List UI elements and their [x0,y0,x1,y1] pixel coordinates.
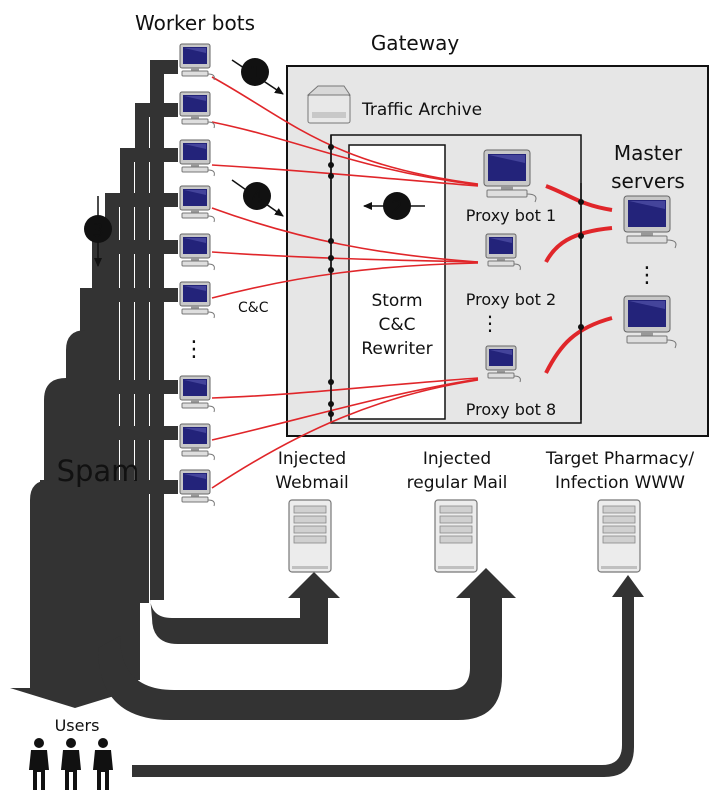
junction-dots [328,144,584,417]
worker-ellipsis: ⋮ [183,337,205,362]
worker-bot-monitor [179,43,215,81]
step-3-label: 3 [92,220,103,241]
cc-lines [211,76,479,489]
step-4-label: 4 [251,187,262,208]
step-1-label: 1 [249,63,260,84]
master-links [544,184,613,374]
spam-label: Spam [57,454,140,488]
regular-mail-label-1: Injected [423,449,491,469]
worker-bots-title: Worker bots [135,11,255,35]
rewriter-label-2: C&C [379,315,416,335]
step-4-marker: 4 [231,179,284,217]
gateway-title: Gateway [371,31,460,55]
master-servers-label-1: Master [614,141,683,165]
step-2-label: 2 [391,197,402,218]
spam-flow [10,60,644,777]
worker-bot-monitor [179,185,215,223]
tap-lines [330,135,582,420]
target-label-2: Infection WWW [555,473,685,493]
proxy-bot-2-label: Proxy bot 2 [466,290,556,309]
target-server-icon [597,499,641,573]
worker-bot-monitor [179,469,215,507]
master-server-monitor [623,195,677,249]
worker-bot-monitor [179,423,215,461]
step-3-marker: 3 [84,196,112,267]
regular-mail-label-2: regular Mail [407,473,508,493]
worker-bot-monitor [179,91,215,129]
traffic-archive-icon [306,85,351,124]
traffic-archive-label: Traffic Archive [361,100,482,120]
webmail-server-icon [288,499,332,573]
regular-mail-server-icon [434,499,478,573]
worker-bot-monitor [179,139,215,177]
worker-bot-monitor [179,281,215,319]
master-ellipsis: ⋮ [636,263,658,288]
cc-rewriter-box [348,144,446,420]
rewriter-label-1: Storm [371,291,422,311]
worker-bots [179,43,215,507]
proxy-bot-1-monitor [483,149,537,203]
target-label-1: Target Pharmacy/ [545,449,695,469]
proxy-bot-8-label: Proxy bot 8 [466,400,556,419]
step-2-marker: 2 [363,192,425,220]
users-label: Users [55,716,100,735]
rewriter-label-3: Rewriter [361,339,432,359]
worker-bot-monitor [179,233,215,271]
worker-bot-monitor [179,375,215,413]
webmail-label-1: Injected [278,449,346,469]
servers [288,499,641,573]
proxy-bot-1-label: Proxy bot 1 [466,206,556,225]
cc-label: C&C [238,300,269,316]
step-1-marker: 1 [231,58,284,95]
proxy-ellipsis: ⋮ [480,311,500,335]
users-icon [29,738,113,790]
master-servers-label-2: servers [611,169,685,193]
webmail-label-2: Webmail [275,473,349,493]
master-server-monitor [623,295,677,349]
